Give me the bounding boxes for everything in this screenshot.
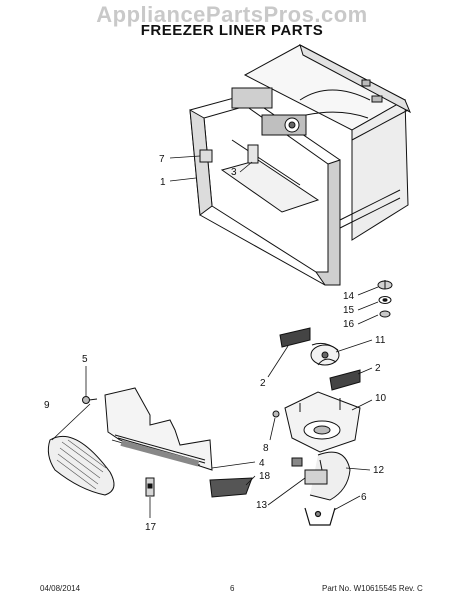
callout-2a: 2 xyxy=(260,378,266,389)
callout-9: 9 xyxy=(44,400,50,411)
page-title: FREEZER LINER PARTS xyxy=(140,22,324,39)
fan-motor-mount-stack xyxy=(377,280,393,318)
callout-13: 13 xyxy=(256,500,268,511)
screw-5 xyxy=(82,396,98,404)
fan-blade-11 xyxy=(310,342,340,366)
motor-bracket-6 xyxy=(304,507,336,526)
callout-7: 7 xyxy=(159,154,165,165)
callout-5: 5 xyxy=(82,354,88,365)
callout-3: 3 xyxy=(231,167,237,178)
callout-17: 17 xyxy=(145,522,157,533)
footer-part-number: Part No. W10615545 Rev. C xyxy=(322,584,423,593)
callout-6: 6 xyxy=(361,492,367,503)
footer-date: 04/08/2014 xyxy=(40,584,81,593)
callout-12: 12 xyxy=(373,465,385,476)
callout-16: 16 xyxy=(343,319,355,330)
callout-11: 11 xyxy=(375,335,386,346)
callout-1: 1 xyxy=(160,177,166,188)
freezer-liner xyxy=(189,44,411,286)
watermark: AppliancePartsPros.com xyxy=(96,2,368,27)
callout-14: 14 xyxy=(343,291,355,302)
strip-18 xyxy=(209,477,253,498)
evaporator-cover xyxy=(104,387,213,471)
bracket-17 xyxy=(145,477,155,497)
fan-motor-12 xyxy=(291,451,351,501)
callout-18: 18 xyxy=(259,471,271,482)
footer-page-number: 6 xyxy=(230,584,235,593)
screw-8 xyxy=(272,410,280,418)
insulation-pad-upper xyxy=(279,327,311,348)
callout-10: 10 xyxy=(375,393,387,404)
callout-8: 8 xyxy=(263,443,269,454)
callout-2b: 2 xyxy=(375,363,381,374)
insulation-pad-right xyxy=(329,369,361,391)
leader-lines xyxy=(51,155,379,518)
callout-15: 15 xyxy=(343,305,355,316)
grille-9 xyxy=(47,435,115,496)
callout-labels: 7 3 1 14 15 16 5 11 2 9 2 10 8 4 18 12 6… xyxy=(44,154,387,533)
fan-shroud-10 xyxy=(284,391,361,453)
callout-4: 4 xyxy=(259,458,265,469)
